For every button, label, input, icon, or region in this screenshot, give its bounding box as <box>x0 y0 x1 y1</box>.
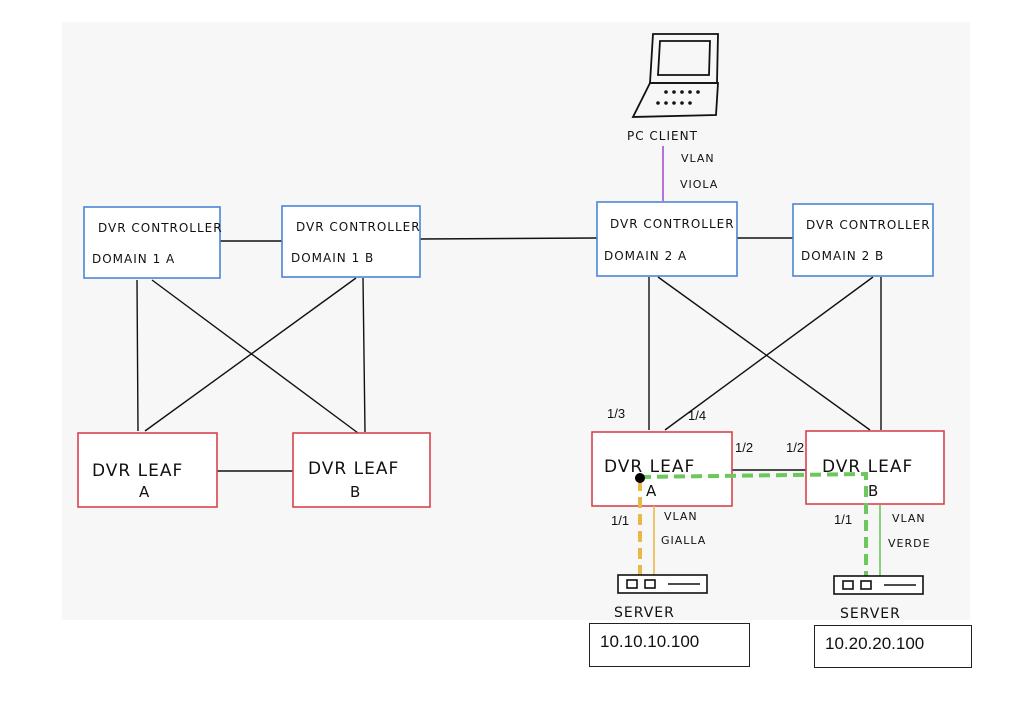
leaf-label-line2: A <box>646 482 657 500</box>
vlan-gialla-label-line2: GIALLA <box>661 534 706 547</box>
server-a-ip-box: 10.10.10.100 <box>589 623 750 667</box>
link-ctrl1a-leaf1b <box>151 279 359 434</box>
controller-label-line2: DOMAIN 1 A <box>92 252 175 266</box>
link-ctrl1b-leaf1a <box>144 277 357 432</box>
port-label-leafa-1-4: 1/4 <box>688 408 706 423</box>
controller-label-line2: DOMAIN 1 B <box>291 251 374 265</box>
leaf-label-line1: DVR LEAF <box>604 457 695 477</box>
leaf-domain-2b: DVR LEAF B <box>805 430 945 505</box>
leaf-label-line1: DVR LEAF <box>92 461 183 481</box>
server-a-label: SERVER <box>614 605 675 621</box>
controller-domain-2a: DVR CONTROLLER DOMAIN 2 A <box>596 201 738 277</box>
link-ctrl1b-leaf1b <box>362 277 366 433</box>
leaf-label-line2: B <box>350 483 361 501</box>
leaf-domain-2a: DVR LEAF A <box>591 431 733 507</box>
port-label-leafb-1-1: 1/1 <box>834 512 852 527</box>
controller-domain-1b: DVR CONTROLLER DOMAIN 1 B <box>281 205 421 278</box>
pc-client-laptop-icon <box>631 33 719 118</box>
server-b-icon <box>833 575 924 595</box>
port-label-leafb-1-2: 1/2 <box>786 440 804 455</box>
controller-label-line1: DVR CONTROLLER <box>296 220 421 234</box>
controller-label-line1: DVR CONTROLLER <box>98 221 223 235</box>
link-ctrl1a-leaf1a <box>136 279 139 432</box>
leaf-label-line1: DVR LEAF <box>822 457 913 477</box>
vlan-verde-path <box>639 471 868 578</box>
vlan-viola-label-line2: VIOLA <box>680 178 718 191</box>
vlan-gialla-label-line1: VLAN <box>664 510 698 523</box>
controller-label-line2: DOMAIN 2 B <box>801 249 884 263</box>
server-b-ip-box: 10.20.20.100 <box>814 625 972 668</box>
link-ctrl2b-leaf2a <box>664 276 874 431</box>
pc-client-label: PC CLIENT <box>627 129 698 143</box>
leaf-domain-1a: DVR LEAF A <box>77 432 218 508</box>
port-label-leafa-1-3: 1/3 <box>607 406 625 421</box>
controller-label-line1: DVR CONTROLLER <box>610 217 735 231</box>
diagram-background <box>62 22 970 620</box>
vlan-verde-label-line1: VLAN <box>892 512 926 525</box>
controller-domain-1a: DVR CONTROLLER DOMAIN 1 A <box>83 206 223 279</box>
server-a-icon <box>617 574 708 594</box>
leaf-label-line2: A <box>139 483 150 501</box>
controller-label-line1: DVR CONTROLLER <box>806 218 931 232</box>
links <box>136 237 882 472</box>
server-b-label: SERVER <box>840 606 901 622</box>
port-label-leafa-1-1: 1/1 <box>611 513 629 528</box>
leaf-label-line1: DVR LEAF <box>308 459 399 479</box>
junction-dot <box>635 473 645 483</box>
controller-domain-2b: DVR CONTROLLER DOMAIN 2 B <box>792 203 934 277</box>
leaf-domain-1b: DVR LEAF B <box>292 432 431 508</box>
controller-label-line2: DOMAIN 2 A <box>604 249 687 263</box>
leaf-label-line2: B <box>868 482 879 500</box>
vlan-viola-label-line1: VLAN <box>681 152 715 165</box>
link-domain1-domain2 <box>418 237 598 240</box>
vlan-verde-label-line2: VERDE <box>888 537 931 550</box>
port-label-leafa-1-2: 1/2 <box>735 440 753 455</box>
link-ctrl2a-leaf2b <box>657 276 871 431</box>
